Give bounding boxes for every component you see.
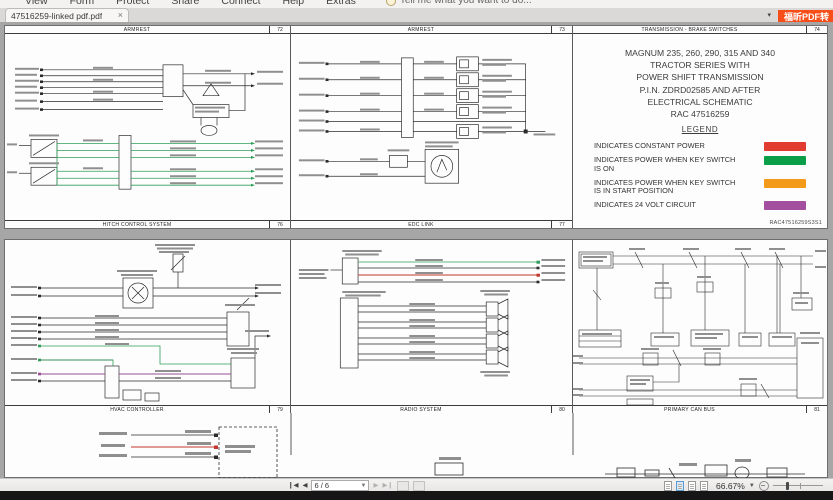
first-page-button[interactable]: ❙◀ [288, 481, 299, 489]
panel-number: 74 [806, 26, 827, 33]
schematic-drawing-72 [7, 64, 283, 190]
zoom-controls: 66.67% ▼ [664, 480, 823, 491]
panel-footer-title: RADIO SYSTEM [400, 407, 442, 413]
panel-footer-title: HITCH CONTROL SYSTEM [102, 222, 172, 228]
legend-label: INDICATES 24 VOLT CIRCUIT [594, 200, 696, 210]
tab-title: 47516259-linked pdf.pdf [11, 10, 103, 21]
panel-footer-title: EDC LINK [408, 222, 434, 228]
tab-bar: 47516259-linked pdf.pdf × ▾ 福昕PDF转 [0, 8, 833, 23]
schematic-panel-armrest-73: ARMREST 73 [291, 26, 573, 228]
title-line: P.I.N. ZDRD02585 AND AFTER [639, 84, 761, 95]
next-page-button[interactable]: ▶ [373, 481, 379, 489]
continuous-facing-view-icon[interactable] [700, 480, 708, 491]
title-line: RAC 47516259 [670, 109, 730, 120]
os-taskbar[interactable] [0, 491, 833, 500]
zoom-slider-tick [799, 482, 801, 489]
chevron-down-icon[interactable]: ▾ [767, 12, 771, 19]
panel-number: 72 [269, 26, 290, 33]
zoom-out-icon[interactable] [758, 480, 769, 491]
menu-form[interactable]: Form [69, 0, 95, 7]
previous-page-button[interactable]: ◀ [302, 481, 308, 489]
previous-view-icon[interactable] [396, 480, 409, 491]
panel-title: TRANSMISSION - BRAKE SWITCHES [641, 27, 738, 33]
pdf-sheet-2: HVAC CONTROLLER 79 [4, 239, 828, 478]
legend-swatch-orange [764, 178, 806, 188]
viewer-status-toolbar: ❙◀ ◀ 6 / 6 ▼ ▶ ▶❙ 66.67% ▼ [0, 478, 833, 492]
legend-swatch-green [764, 156, 806, 166]
legend-label: INDICATES POWER WHEN KEY SWITCH IS IN ST… [594, 177, 736, 196]
legend-row: INDICATES POWER WHEN KEY SWITCH IS ON [594, 155, 806, 173]
partial-next-panel-row [5, 413, 827, 478]
menu-protect[interactable]: Protect [116, 0, 150, 7]
panel-number: 73 [551, 26, 572, 33]
panel-footer-title: HVAC CONTROLLER [110, 407, 164, 413]
page-navigation: ❙◀ ◀ 6 / 6 ▼ ▶ ▶❙ [288, 480, 425, 491]
title-line: POWER SHIFT TRANSMISSION [636, 72, 764, 83]
zoom-slider-track[interactable] [772, 485, 823, 487]
tell-me-box[interactable]: Tell me what you want to do... [385, 0, 532, 6]
schematic-panel-radio-80: RADIO SYSTEM 80 [291, 240, 573, 413]
schematic-drawing-81 [573, 248, 826, 405]
pdf-sheet-1: ARMREST 72 [4, 25, 828, 229]
close-tab-icon[interactable]: × [117, 10, 123, 20]
next-view-icon[interactable] [412, 480, 425, 491]
facing-view-icon[interactable] [688, 480, 696, 491]
document-code: RAC47516259S3S1 [769, 220, 822, 226]
zoom-slider[interactable] [772, 480, 823, 491]
schematic-panel-hvac-79: HVAC CONTROLLER 79 [5, 240, 291, 413]
legend-swatch-red [764, 142, 806, 152]
panel-footer-number: 77 [551, 221, 572, 228]
menu-share[interactable]: Share [171, 0, 200, 7]
legend-row: INDICATES CONSTANT POWER [594, 141, 806, 152]
panel-footer-number: 79 [269, 406, 290, 413]
panel-footer-number: 76 [269, 221, 290, 228]
single-page-view-icon[interactable] [664, 480, 672, 491]
foxit-pdf-convert-badge[interactable]: 福昕PDF转 [777, 10, 833, 23]
zoom-level: 66.67% [716, 480, 745, 491]
page-number-input[interactable]: 6 / 6 ▼ [311, 480, 370, 491]
panel-footer-number: 81 [806, 406, 827, 413]
document-tab[interactable]: 47516259-linked pdf.pdf × [5, 8, 129, 22]
legend-swatch-purple [764, 201, 806, 211]
panel-title: ARMREST [123, 27, 151, 33]
menu-view[interactable]: View [25, 0, 48, 7]
lightbulb-icon [385, 0, 396, 6]
legend-label: INDICATES POWER WHEN KEY SWITCH IS ON [594, 155, 736, 173]
schematic-panel-armrest-72: ARMREST 72 [5, 26, 291, 228]
menu-connect[interactable]: Connect [221, 0, 261, 7]
page-caret-icon[interactable]: ▼ [360, 482, 367, 489]
schematic-drawing-partial [99, 413, 805, 478]
continuous-view-icon[interactable] [676, 480, 684, 491]
title-block: MAGNUM 235, 260, 290, 315 AND 340 TRACTO… [573, 34, 827, 228]
panel-footer-number: 80 [551, 406, 572, 413]
page-indicator: 6 / 6 [314, 481, 330, 490]
last-page-button[interactable]: ▶❙ [382, 481, 393, 489]
schematic-panel-title-74: TRANSMISSION - BRAKE SWITCHES 74 MAGNUM … [573, 26, 827, 228]
legend-row: INDICATES 24 VOLT CIRCUIT [594, 200, 806, 211]
zoom-slider-thumb[interactable] [785, 482, 790, 490]
schematic-drawing-80 [298, 250, 566, 377]
menu-help[interactable]: Help [282, 0, 305, 7]
schematic-panel-canbus-81: PRIMARY CAN BUS 81 [573, 240, 827, 413]
legend-row: INDICATES POWER WHEN KEY SWITCH IS IN ST… [594, 177, 806, 196]
menu-extras[interactable]: Extras [326, 0, 356, 7]
legend-label: INDICATES CONSTANT POWER [594, 141, 705, 151]
schematic-drawing-73 [298, 56, 556, 184]
panel-title: ARMREST [407, 27, 435, 33]
title-line: MAGNUM 235, 260, 290, 315 AND 340 [625, 48, 775, 58]
legend: INDICATES CONSTANT POWER INDICATES POWER… [594, 141, 806, 211]
document-canvas[interactable]: ARMREST 72 [0, 22, 833, 478]
title-line: ELECTRICAL SCHEMATIC [647, 96, 753, 107]
title-line: TRACTOR SERIES WITH [650, 60, 750, 71]
schematic-drawing-79 [11, 244, 281, 402]
menu-bar: View Form Protect Share Connect Help Ext… [0, 0, 833, 8]
legend-title: LEGEND [681, 125, 719, 135]
zoom-caret-icon[interactable]: ▼ [748, 482, 755, 489]
panel-footer-title: PRIMARY CAN BUS [664, 407, 715, 413]
